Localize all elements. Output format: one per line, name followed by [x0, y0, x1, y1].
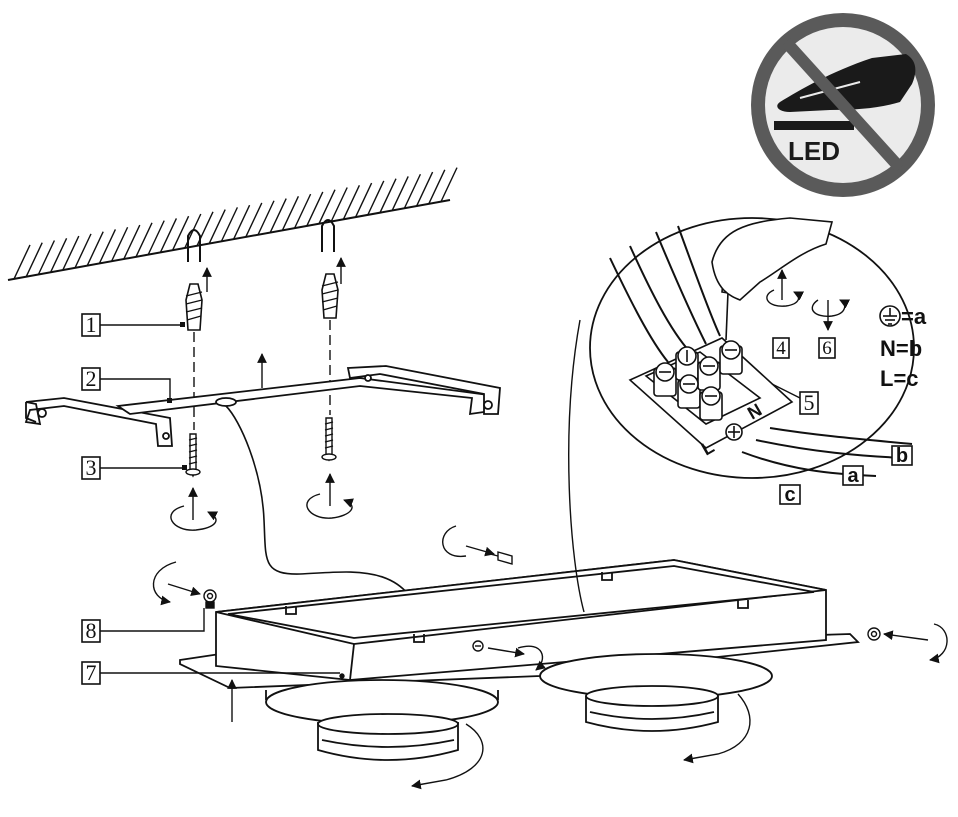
hatch-stroke [342, 184, 361, 220]
svg-text:2: 2 [86, 366, 97, 391]
hatch-stroke [318, 189, 336, 225]
hatch-stroke [232, 204, 251, 240]
hatch-stroke [110, 226, 129, 262]
mounting-bracket [24, 365, 501, 447]
ceiling-hook-left [187, 229, 201, 262]
callout-3: 3 [81, 455, 187, 480]
svg-text:7: 7 [86, 660, 97, 685]
hatch-stroke [37, 240, 56, 275]
screw-right [321, 417, 337, 462]
hatch-stroke [330, 187, 348, 222]
ground-symbol-icon [879, 305, 901, 327]
hatch-stroke [306, 191, 324, 227]
callout-4: 4 [772, 337, 790, 359]
hatch-stroke [49, 237, 68, 273]
hatch-stroke [123, 224, 141, 260]
callout-7: 7 [81, 660, 340, 685]
legend-earth: =a [901, 304, 927, 329]
hatch-stroke [367, 180, 385, 216]
hand-icon [711, 217, 834, 301]
hatch-stroke [379, 178, 397, 213]
ceiling-hook-right [321, 219, 335, 252]
svg-text:4: 4 [776, 338, 786, 359]
hatch-stroke [403, 173, 422, 209]
svg-text:3: 3 [86, 455, 97, 480]
hatch-stroke [86, 231, 104, 266]
callout-1: 1 [81, 312, 185, 337]
hatch-stroke [25, 242, 43, 278]
hatch-stroke [74, 233, 92, 269]
hatch-stroke [415, 171, 434, 207]
lamp-housing [215, 559, 827, 681]
svg-text:8: 8 [86, 618, 97, 643]
led-label: LED [788, 136, 840, 166]
wire-label-b: b [891, 445, 913, 467]
hatch-stroke [135, 222, 153, 258]
hatch-stroke [293, 193, 312, 229]
wiring-detail: N L =a N=b L=c [589, 217, 927, 479]
legend-neutral: N=b [880, 336, 922, 361]
callout-5: 5 [799, 390, 819, 415]
wire-label-a: a [842, 465, 864, 487]
svg-text:6: 6 [822, 338, 832, 359]
hatch-stroke [269, 198, 287, 233]
svg-text:1: 1 [86, 312, 97, 337]
hatch-stroke [98, 229, 117, 264]
svg-text:c: c [784, 484, 795, 506]
hatch-stroke [428, 169, 446, 205]
hatch-stroke [13, 244, 31, 280]
wall-plug-right [321, 273, 339, 319]
wire-label-c: c [779, 484, 801, 506]
body-screw-front [472, 640, 484, 652]
hatch-stroke [257, 200, 275, 236]
ceiling-hatch [7, 167, 458, 281]
hatch-stroke [391, 176, 409, 211]
hatch-stroke [281, 196, 300, 231]
hatch-stroke [147, 220, 165, 255]
hatch-stroke [220, 207, 239, 242]
rotate-icon [411, 645, 751, 790]
hatch-stroke [62, 235, 80, 271]
led-shade-right [539, 653, 773, 732]
callout-8: 8 [81, 608, 205, 643]
hatch-stroke [171, 215, 190, 251]
hatch-stroke [440, 167, 458, 202]
no-touch-led-icon: LED [751, 13, 935, 197]
hatch-stroke [159, 218, 178, 253]
hatch-stroke [354, 182, 373, 218]
callout-6: 6 [818, 337, 836, 359]
hatch-stroke [245, 202, 263, 238]
svg-text:5: 5 [804, 390, 815, 415]
legend-live: L=c [880, 366, 919, 391]
screw-left [185, 433, 201, 478]
callout-2: 2 [81, 366, 172, 403]
wall-plug-left [185, 283, 203, 331]
hatch-stroke [208, 209, 226, 244]
side-screw-right [867, 627, 881, 641]
led-shade-left [265, 679, 499, 761]
svg-text:b: b [896, 445, 908, 467]
rotate-icon [170, 493, 354, 531]
screw-8 [203, 589, 217, 609]
svg-text:a: a [847, 465, 859, 487]
